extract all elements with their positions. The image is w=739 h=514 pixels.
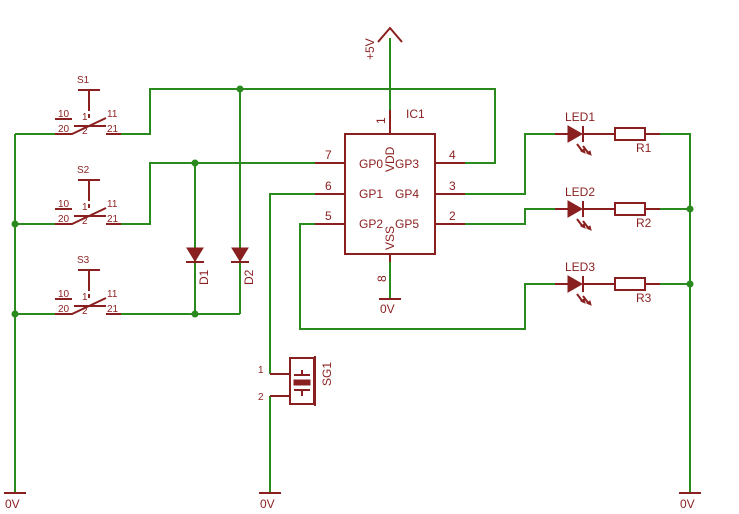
pin-label-gp1: GP1: [359, 187, 383, 201]
pin-number: 2: [449, 209, 456, 223]
led-name: LED2: [565, 185, 595, 199]
switch-s2: S2 10 11 20 21 1 2: [55, 165, 121, 227]
pin-number: 1: [82, 202, 88, 213]
pin-label-gp0: GP0: [359, 157, 383, 171]
pin-number: 6: [325, 179, 332, 193]
pin-number: 1: [374, 117, 388, 124]
resistor-r3: R3: [612, 277, 660, 305]
junction-dot: [686, 205, 694, 213]
junction-dot: [191, 159, 199, 167]
pin-number: 5: [325, 209, 332, 223]
resistor-r2: R2: [612, 202, 660, 230]
diode-name: D1: [197, 269, 211, 285]
supply-label: +5V: [363, 38, 377, 60]
led-name: LED1: [565, 110, 595, 124]
ic1: IC1 1 7 6 5 4 3 2 8 GP0 GP1 GP2 GP3 GP4 …: [315, 107, 465, 282]
pin-number: 2: [82, 306, 88, 317]
pin-number: 10: [58, 109, 70, 120]
wires: [14, 38, 691, 492]
resistor-r1: R1: [612, 127, 660, 155]
ground-label: 0V: [5, 497, 20, 511]
ic-name: IC1: [406, 107, 425, 121]
switch-s1: S1 10 11 20 21 1 2: [55, 75, 121, 137]
diode-d2: D2: [231, 247, 256, 285]
pin-number: 1: [258, 365, 264, 376]
pin-number: 7: [325, 148, 332, 162]
pin-number: 11: [107, 289, 118, 300]
switch-name: S2: [77, 165, 90, 176]
pin-number: 4: [449, 148, 456, 162]
pin-label-gp5: GP5: [395, 217, 419, 231]
led-2: LED2: [555, 185, 612, 231]
pin-number: 1: [82, 292, 88, 303]
junction-dot: [191, 310, 199, 318]
pin-number: 21: [107, 124, 119, 135]
pin-number: 10: [58, 289, 70, 300]
pin-label-vdd: VDD: [383, 146, 397, 172]
ground-symbol-ic: 0V: [379, 298, 401, 316]
pin-number: 11: [107, 199, 118, 210]
switch-s3: S3 10 11 20 21 1 2: [55, 255, 121, 317]
led-3: LED3: [555, 260, 612, 306]
pin-number: 1: [82, 112, 88, 123]
switch-name: S3: [77, 255, 90, 266]
junction-dot: [11, 220, 19, 228]
buzzer-name: SG1: [320, 362, 334, 386]
pin-number: 2: [258, 392, 264, 403]
diode-name: D2: [242, 269, 256, 285]
led-1: LED1: [555, 110, 612, 156]
junction-dot: [686, 280, 694, 288]
pin-number: 11: [107, 109, 118, 120]
pin-label-gp3: GP3: [395, 157, 419, 171]
supply-symbol: +5V: [363, 26, 403, 60]
pin-number: 3: [449, 179, 456, 193]
junction-dot: [11, 310, 19, 318]
led-name: LED3: [565, 260, 595, 274]
ground-symbol-right: 0V: [679, 492, 701, 511]
ground-label: 0V: [380, 302, 395, 316]
pin-label-gp4: GP4: [395, 187, 419, 201]
pin-number: 2: [82, 216, 88, 227]
pin-label-gp2: GP2: [359, 217, 383, 231]
junction-dot: [236, 85, 244, 93]
pin-number: 20: [58, 304, 70, 315]
buzzer-sg1: 1 2 SG1: [258, 356, 334, 406]
pin-number: 21: [107, 304, 119, 315]
diode-d1: D1: [186, 247, 211, 285]
ground-label: 0V: [680, 497, 695, 511]
switch-name: S1: [77, 75, 90, 86]
pin-number: 20: [58, 124, 70, 135]
pin-number: 21: [107, 214, 119, 225]
pin-number: 10: [58, 199, 70, 210]
ground-symbol-buzzer: 0V: [259, 492, 281, 511]
resistor-name: R1: [636, 141, 652, 155]
pin-number: 8: [375, 275, 389, 282]
resistor-name: R3: [636, 291, 652, 305]
ground-symbol-left: 0V: [4, 492, 26, 511]
resistor-name: R2: [636, 216, 652, 230]
pin-label-vss: VSS: [383, 226, 397, 250]
junctions: [11, 85, 694, 318]
pin-number: 2: [82, 126, 88, 137]
ground-label: 0V: [260, 497, 275, 511]
pin-number: 20: [58, 214, 70, 225]
